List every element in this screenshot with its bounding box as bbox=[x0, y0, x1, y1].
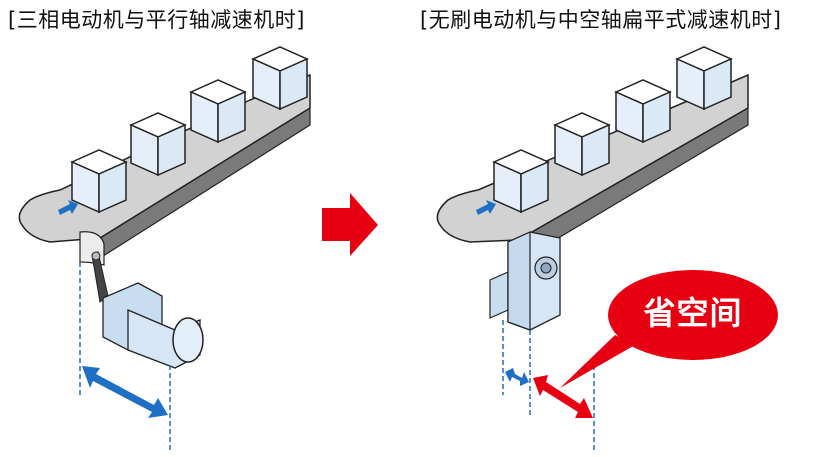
short-double-arrow-icon bbox=[505, 368, 529, 386]
box bbox=[615, 79, 671, 143]
right-flat-gearmotor bbox=[489, 231, 561, 331]
box bbox=[676, 46, 732, 110]
box bbox=[554, 112, 610, 176]
box bbox=[190, 79, 246, 143]
double-arrow-icon bbox=[82, 366, 168, 418]
box bbox=[252, 46, 308, 110]
red-double-arrow-icon bbox=[533, 375, 593, 418]
box bbox=[493, 149, 549, 213]
box bbox=[71, 149, 127, 213]
direction-arrow-icon bbox=[476, 200, 496, 215]
speech-bubble bbox=[560, 270, 778, 388]
right-panel-title: [无刷电动机与中空轴扁平式减速机时] bbox=[420, 8, 782, 32]
motor-end-cap bbox=[172, 317, 204, 363]
direction-arrow-icon bbox=[58, 200, 78, 215]
roller bbox=[79, 231, 105, 266]
left-conveyor bbox=[18, 46, 311, 266]
left-motor bbox=[91, 251, 204, 369]
left-panel-title: [三相电动机与平行轴减速机时] bbox=[8, 8, 305, 32]
box bbox=[130, 112, 186, 176]
space-saving-label: 省空间 bbox=[643, 294, 743, 332]
right-conveyor bbox=[436, 46, 749, 264]
arrow-right-icon bbox=[322, 193, 378, 256]
